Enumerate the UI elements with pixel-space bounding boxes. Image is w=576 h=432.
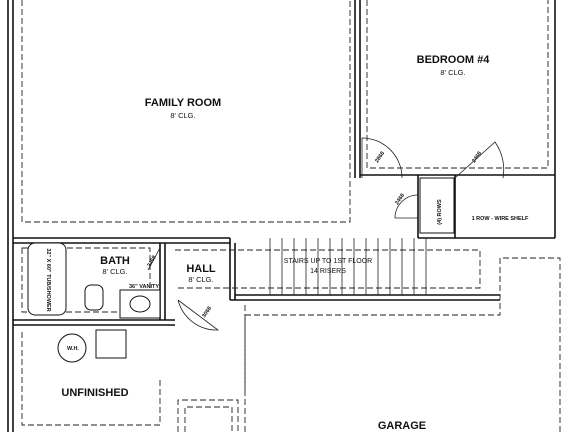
garage-label: GARAGE <box>378 420 426 432</box>
bath-label: BATH <box>100 255 130 267</box>
water-heater-label: W.H. <box>67 346 79 352</box>
shelf <box>419 177 455 234</box>
tub-shower <box>27 242 67 316</box>
family-room-label: FAMILY ROOM <box>145 97 221 109</box>
hall-door-label: 3068 <box>201 306 213 319</box>
rows-label: (4) ROWS <box>437 199 443 225</box>
bath-door-label: 2468 <box>146 255 157 269</box>
hall-ceiling: 8' CLG. <box>188 275 213 284</box>
stair-treads <box>269 238 427 295</box>
shelf-label: 1 ROW - WIRE SHELF <box>472 216 529 222</box>
unfinished-label: UNFINISHED <box>61 387 128 399</box>
labels: FAMILY ROOM 8' CLG. BEDROOM #4 8' CLG. B… <box>45 54 529 432</box>
bedroom-door-2-label: 2468 <box>471 151 483 164</box>
toilet <box>84 284 104 311</box>
fixtures <box>27 177 455 363</box>
bedroom4-label: BEDROOM #4 <box>417 54 491 66</box>
tub-shower-label: 32" X 60" TUB/SHOWER <box>45 248 51 311</box>
bedroom-door-1-label: 2868 <box>374 151 386 164</box>
sink <box>129 295 151 313</box>
water-heater <box>57 333 87 363</box>
door-swings <box>147 137 505 331</box>
bedroom4-ceiling: 8' CLG. <box>440 68 465 77</box>
closet-door-label: 2468 <box>394 193 406 206</box>
hall-label: HALL <box>186 263 216 275</box>
vanity-label: 36" VANITY <box>129 284 159 290</box>
stairs-risers: 14 RISERS <box>310 268 346 275</box>
family-room-ceiling: 8' CLG. <box>170 111 195 120</box>
bath-ceiling: 8' CLG. <box>102 267 127 276</box>
furnace <box>95 329 127 359</box>
stairs-label: STAIRS UP TO 1ST FLOOR <box>284 258 372 265</box>
